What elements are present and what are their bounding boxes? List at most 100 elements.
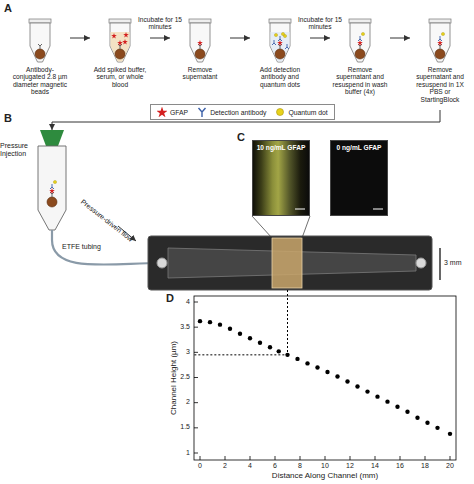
device-inlet: [157, 258, 167, 268]
process-step: Add spiked buffer, serum, or whole blood: [90, 14, 150, 110]
data-point: [385, 399, 389, 403]
tick-label: 6: [273, 462, 277, 470]
syringe-body: [38, 146, 66, 230]
data-point: [325, 370, 329, 374]
antibody: [199, 108, 206, 117]
tube-cap: [29, 19, 51, 23]
syringe-icon: [28, 130, 78, 242]
data-point: [375, 394, 379, 398]
data-point: [238, 332, 242, 336]
scale-bar: [439, 248, 440, 280]
syringe-tip: [51, 230, 53, 240]
data-point: [345, 379, 349, 383]
tube-cap: [109, 19, 131, 23]
graphic: [269, 19, 291, 62]
tick-mark: [375, 456, 376, 460]
tube-icon: [90, 18, 150, 64]
fluorescence-image: 10 ng/mL GFAP: [252, 140, 310, 216]
etfe-tubing: [52, 240, 160, 265]
axis-title: Channel Height (µm): [170, 341, 179, 415]
tube-body: [270, 23, 290, 62]
tick-mark: [450, 456, 451, 460]
flow-arrow: [230, 38, 250, 39]
graphic: [349, 19, 371, 62]
tick-label: 8: [298, 462, 302, 470]
tick-label: 20: [446, 462, 454, 470]
tick-label: 4: [248, 462, 252, 470]
zoom-line: [252, 216, 272, 238]
legend-sample: [197, 107, 207, 117]
legend-text: Quantum dot: [288, 109, 327, 116]
tick-label: 16: [396, 462, 404, 470]
data-point: [415, 416, 419, 420]
magnetic-bead: [47, 197, 57, 207]
tick-label: 2.5: [180, 373, 190, 381]
tick-label: 2: [223, 462, 227, 470]
image-scale: [253, 141, 309, 215]
data-point: [277, 349, 281, 353]
data-point: [335, 374, 339, 378]
data-point: [405, 410, 409, 414]
graphic: [38, 130, 66, 240]
flow-label: Pressure-driven flow: [79, 198, 134, 243]
quantum-dot: [281, 32, 284, 35]
image-scale-bar: [295, 209, 305, 210]
tick-label: 3: [186, 348, 190, 356]
process-step: Remove supernatant: [170, 14, 230, 110]
legend-box: GFAPDetection antibodyQuantum dot: [150, 104, 335, 120]
tick-mark: [350, 456, 351, 460]
tick-label: 18: [421, 462, 429, 470]
axis-title: Distance Along Channel (mm): [272, 472, 378, 481]
tube-liquid: [271, 32, 290, 62]
gfap-star: [111, 33, 117, 38]
tube-cap: [269, 19, 291, 23]
process-step: Add detection antibody and quantum dots: [250, 14, 310, 110]
antibody: [50, 184, 54, 189]
step-caption: Add detection antibody and quantum dots: [250, 66, 310, 88]
flow-arrow: [70, 38, 90, 39]
graphic: [52, 38, 440, 130]
tube-icon: [410, 18, 470, 64]
data-point: [228, 326, 232, 330]
step-caption: Add spiked buffer, serum, or whole blood: [90, 66, 150, 88]
step-caption: Antibody-conjugated 2.8 µm diameter magn…: [10, 66, 70, 96]
tube-body: [350, 23, 370, 62]
process-step: Remove supernatant and resuspend in wash…: [330, 14, 390, 110]
tick-mark: [194, 302, 198, 303]
image-title: 10 ng/mL GFAP: [253, 144, 309, 151]
gfap-star: [122, 39, 128, 44]
device-outlet: [416, 258, 426, 268]
data-point: [268, 345, 272, 349]
tick-mark: [194, 427, 198, 428]
panel-letter: D: [166, 292, 174, 304]
process-step: Antibody-conjugated 2.8 µm diameter magn…: [10, 14, 70, 110]
chart-frame: [194, 296, 456, 460]
antibody: [358, 36, 362, 41]
tick-label: 3.5: [180, 323, 190, 331]
tube-cap: [349, 19, 371, 23]
part-label: ETFE tubing: [62, 243, 101, 251]
tick-mark: [194, 453, 198, 454]
panel-letter: B: [4, 112, 12, 124]
tick-mark: [194, 402, 198, 403]
magnetic-bead: [355, 49, 365, 59]
antibody: [38, 44, 42, 49]
tick-mark: [400, 456, 401, 460]
quantum-dot: [274, 33, 277, 36]
legend-item: Quantum dot: [275, 107, 327, 117]
flow-arrow: [310, 38, 330, 39]
quantum-dot: [277, 109, 284, 116]
image-title: 0 ng/mL GFAP: [331, 144, 387, 151]
zoom-line: [302, 216, 310, 238]
tube-body: [30, 23, 50, 62]
tube-body: [190, 23, 210, 62]
image-scale: [331, 141, 387, 215]
tick-mark: [300, 456, 301, 460]
tube-cap: [189, 19, 211, 23]
graphic: [189, 19, 211, 62]
data-point: [258, 341, 262, 345]
tube-icon: [170, 18, 230, 64]
edge-label: Incubate for 15 minutes: [294, 16, 346, 31]
flow-arrow: [390, 38, 410, 39]
